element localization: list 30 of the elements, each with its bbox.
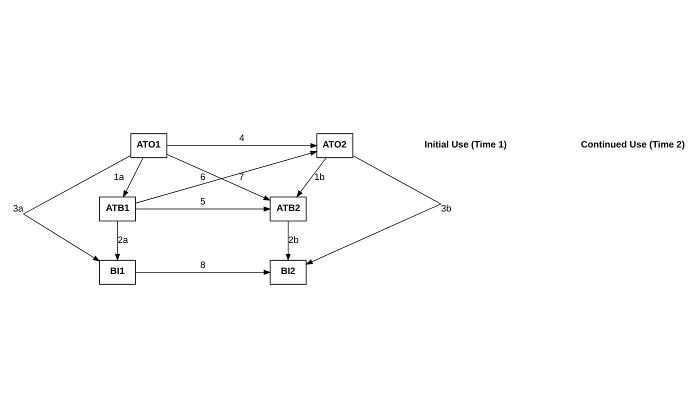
arrow [305, 154, 442, 264]
edge-label: 1a [114, 171, 124, 182]
edge-label: 5 [200, 196, 206, 206]
edge-label: 2b [288, 234, 299, 245]
edge-label: 1b [314, 171, 325, 182]
edge-label: 7 [238, 171, 244, 182]
arrow [23, 154, 131, 262]
arrow [286, 220, 291, 261]
arrow [166, 142, 318, 148]
arrow [114, 220, 120, 261]
node-box: ATO2 [316, 132, 354, 158]
edge-label: 3a [12, 202, 24, 213]
arrow [166, 154, 271, 200]
node-box: BI2 [270, 259, 307, 284]
arrow [135, 206, 272, 212]
arrow [296, 156, 327, 198]
edge-label: 6 [200, 171, 206, 182]
label: Continued Use (Time 2) [580, 138, 685, 149]
node-box: ATB2 [270, 196, 307, 221]
edge-label: 2a [118, 234, 128, 245]
node-box: BI1 [99, 259, 136, 284]
arrow [122, 156, 144, 198]
node-box: ATB1 [99, 196, 136, 221]
node-box: ATO1 [130, 132, 168, 158]
label: Initial Use (Time 1) [424, 138, 507, 149]
edge-label: 8 [200, 259, 206, 270]
edge-label: 3b [440, 202, 452, 213]
arrow [135, 269, 272, 274]
arrow [135, 150, 318, 203]
edge-label: 4 [239, 132, 244, 143]
